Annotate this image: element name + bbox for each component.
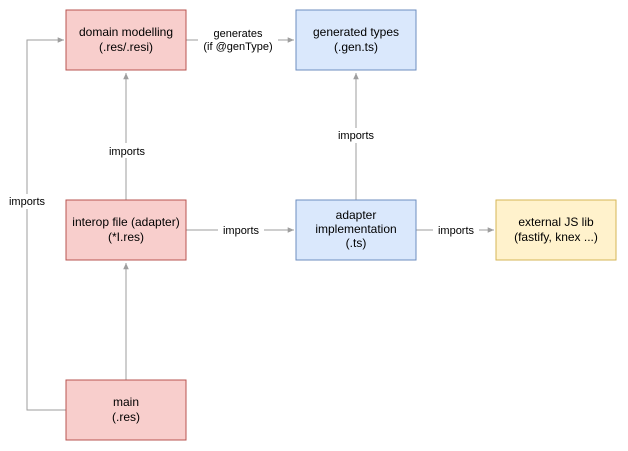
node-main-ext: (.res) xyxy=(112,410,140,424)
edge-label-adapter-to-external: imports xyxy=(438,225,475,237)
node-external-title: external JS lib xyxy=(518,215,594,229)
node-adapter-implementation: adapter implementation (.ts) xyxy=(295,199,417,261)
node-domain-modelling: domain modelling (.res/.resi) xyxy=(65,9,187,71)
edge-labels: generates (if @genType) imports imports … xyxy=(5,27,479,238)
node-adapter-title: adapter xyxy=(336,208,377,222)
node-domain-title: domain modelling xyxy=(79,25,173,39)
edge-main-to-domain xyxy=(26,37,66,411)
edge-label-interop-to-adapter: imports xyxy=(223,225,260,237)
node-external-examples: (fastify, knex ...) xyxy=(514,230,598,244)
node-external-js-lib: external JS lib (fastify, knex ...) xyxy=(495,199,617,261)
node-interop-file: interop file (adapter) (*I.res) xyxy=(65,199,187,261)
edge-label-main-to-domain: imports xyxy=(9,196,46,208)
node-main-title: main xyxy=(113,395,139,409)
node-generated-types: generated types (.gen.ts) xyxy=(295,9,417,71)
node-adapter-ext: (.ts) xyxy=(346,236,367,250)
edge-label-adapter-to-gentypes: imports xyxy=(338,130,375,142)
node-main: main (.res) xyxy=(65,379,187,441)
node-domain-ext: (.res/.resi) xyxy=(99,40,153,54)
edge-label-interop-to-domain: imports xyxy=(109,146,146,158)
edge-label-generates: generates xyxy=(214,28,263,40)
node-adapter-subtitle: implementation xyxy=(315,222,396,236)
node-gentypes-title: generated types xyxy=(313,25,399,39)
node-interop-ext: (*I.res) xyxy=(108,230,144,244)
node-gentypes-ext: (.gen.ts) xyxy=(334,40,378,54)
edge-label-generates-condition: (if @genType) xyxy=(203,41,272,53)
node-interop-title: interop file (adapter) xyxy=(72,215,179,229)
